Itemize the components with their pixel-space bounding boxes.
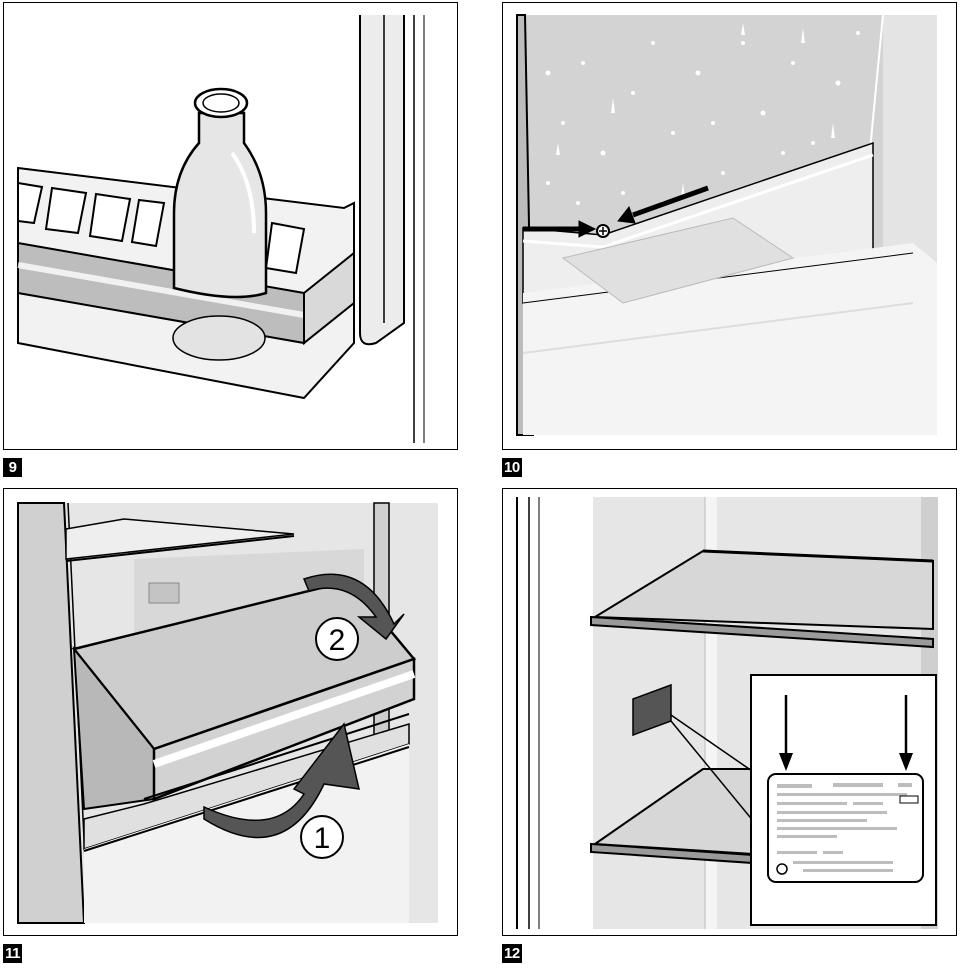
figure-number-9: 9 (3, 458, 22, 477)
door-shelf-bottle-illustration (17, 15, 425, 443)
figure-number-10: 10 (502, 458, 522, 477)
figure-10-panel (502, 2, 957, 450)
step-2-label: 2 (329, 624, 346, 657)
step-1-label: 1 (314, 822, 331, 855)
figure-number-12: 12 (502, 944, 522, 963)
rating-plate-illustration (516, 497, 938, 929)
condensation-drain-illustration (516, 14, 937, 436)
figure-11-panel: 2 1 (3, 488, 458, 936)
figure-9-panel (3, 2, 458, 450)
crisper-drawer-removal-illustration: 2 1 (17, 502, 438, 924)
figure-12-panel (502, 488, 957, 936)
figure-number-11: 11 (3, 944, 22, 963)
